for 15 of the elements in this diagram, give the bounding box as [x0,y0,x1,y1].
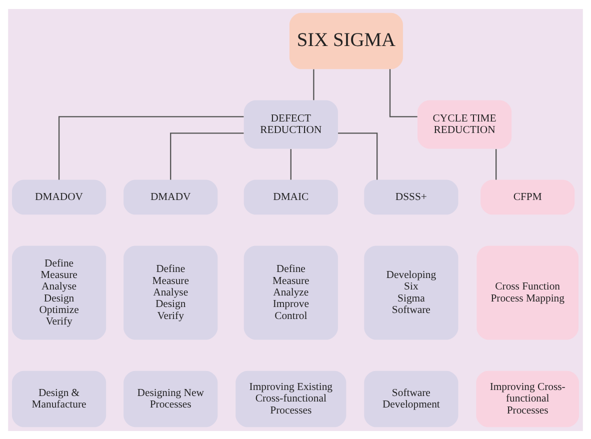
connector [58,116,244,180]
connector [389,68,418,117]
connector [313,68,314,100]
node-box: DMADOV [12,179,106,214]
node-box: CYCLE TIME REDUCTION [418,100,512,148]
node-box: DSSS+ [364,179,458,214]
connector [290,148,292,180]
node-box: CFPM [480,179,575,214]
node-box: SIX SIGMA [289,12,403,69]
connector [495,148,497,180]
node-box: DMAIC [244,179,338,214]
connector [170,132,244,180]
node-box: DEFECT REDUCTION [244,100,338,148]
connector [338,132,378,180]
node-box: DMADV [124,179,218,214]
